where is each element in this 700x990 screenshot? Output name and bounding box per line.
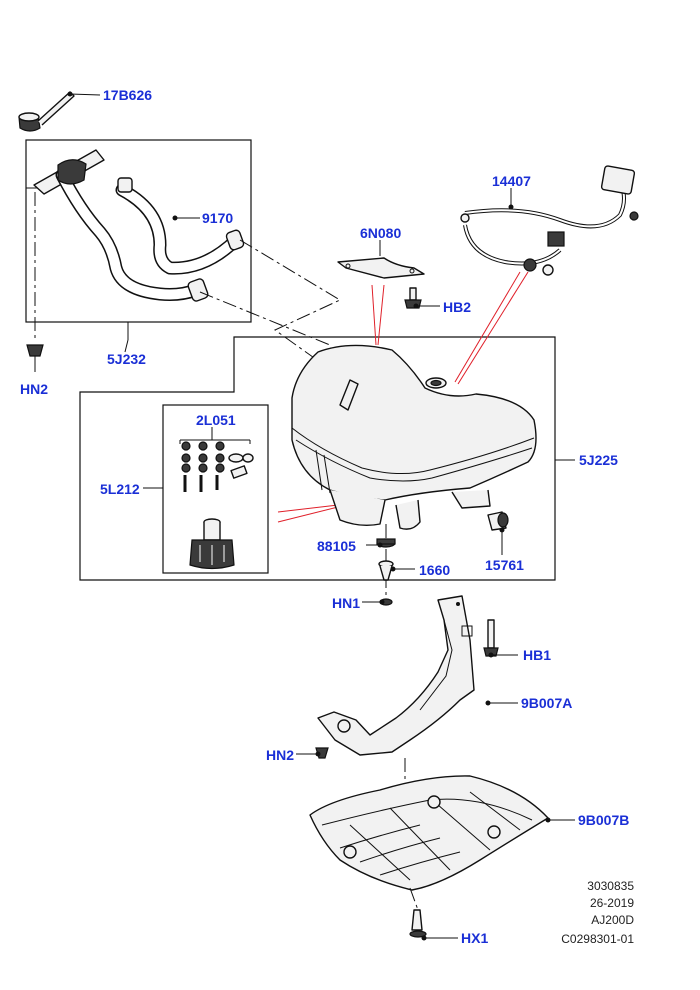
fuel-filler-cap bbox=[18, 91, 75, 132]
callout-9b007b: 9B007B bbox=[578, 812, 629, 828]
callout-5l212: 5L212 bbox=[100, 481, 140, 497]
routing-centerline-1 bbox=[239, 239, 346, 381]
wiring-harness bbox=[460, 165, 639, 276]
insulator-1660 bbox=[378, 560, 394, 581]
hn2-clip-top bbox=[26, 344, 44, 372]
mounting-bracket-9b007a bbox=[317, 595, 475, 756]
footer-line-3: AJ200D bbox=[591, 913, 634, 927]
callout-hn2-bottom: HN2 bbox=[266, 747, 294, 763]
filler-neck-assembly bbox=[33, 149, 245, 302]
callout-14407: 14407 bbox=[492, 173, 531, 189]
callout-hn1: HN1 bbox=[332, 595, 360, 611]
callout-5j232: 5J232 bbox=[107, 351, 146, 367]
sender-kit-group-box bbox=[162, 404, 269, 574]
footer-line-4: C0298301-01 bbox=[561, 932, 634, 946]
callout-9170: 9170 bbox=[202, 210, 233, 226]
footer-line-1: 3030835 bbox=[587, 879, 634, 893]
leader-17b626 bbox=[69, 93, 101, 96]
highlight-line-6 bbox=[277, 506, 339, 523]
highlight-line-4 bbox=[457, 271, 529, 385]
fuel-tank bbox=[291, 344, 537, 530]
callout-15761: 15761 bbox=[485, 557, 524, 573]
highlight-line-5 bbox=[277, 504, 339, 513]
hb1-bolt bbox=[483, 619, 499, 657]
underbody-shield-9b007b bbox=[309, 775, 549, 891]
callout-88105: 88105 bbox=[317, 538, 356, 554]
callout-17b626: 17B626 bbox=[103, 87, 152, 103]
fuel-sender-unit bbox=[189, 518, 235, 570]
callout-2l051: 2L051 bbox=[196, 412, 236, 428]
hx1-fastener bbox=[409, 909, 427, 938]
seal-kit-parts bbox=[181, 441, 254, 492]
callout-hx1: HX1 bbox=[461, 930, 488, 946]
callout-9b007a: 9B007A bbox=[521, 695, 572, 711]
dot-17b626 bbox=[67, 91, 73, 97]
callout-6n080: 6N080 bbox=[360, 225, 401, 241]
filler-neck-group-box bbox=[25, 139, 252, 323]
fuel-tank-group-box bbox=[79, 336, 556, 581]
footer-line-2: 26-2019 bbox=[590, 896, 634, 910]
tank-strap-bracket bbox=[337, 257, 425, 279]
highlight-line-2 bbox=[377, 284, 385, 346]
highlight-line-1 bbox=[371, 284, 377, 346]
callout-hb1: HB1 bbox=[523, 647, 551, 663]
callout-1660: 1660 bbox=[419, 562, 450, 578]
highlight-line-3 bbox=[454, 271, 521, 383]
callout-hb2: HB2 bbox=[443, 299, 471, 315]
callout-hn2-top: HN2 bbox=[20, 381, 48, 397]
connector-15761 bbox=[487, 511, 509, 531]
hb2-bolt bbox=[404, 287, 422, 309]
callout-5j225: 5J225 bbox=[579, 452, 618, 468]
centerline-hx1 bbox=[409, 887, 419, 911]
